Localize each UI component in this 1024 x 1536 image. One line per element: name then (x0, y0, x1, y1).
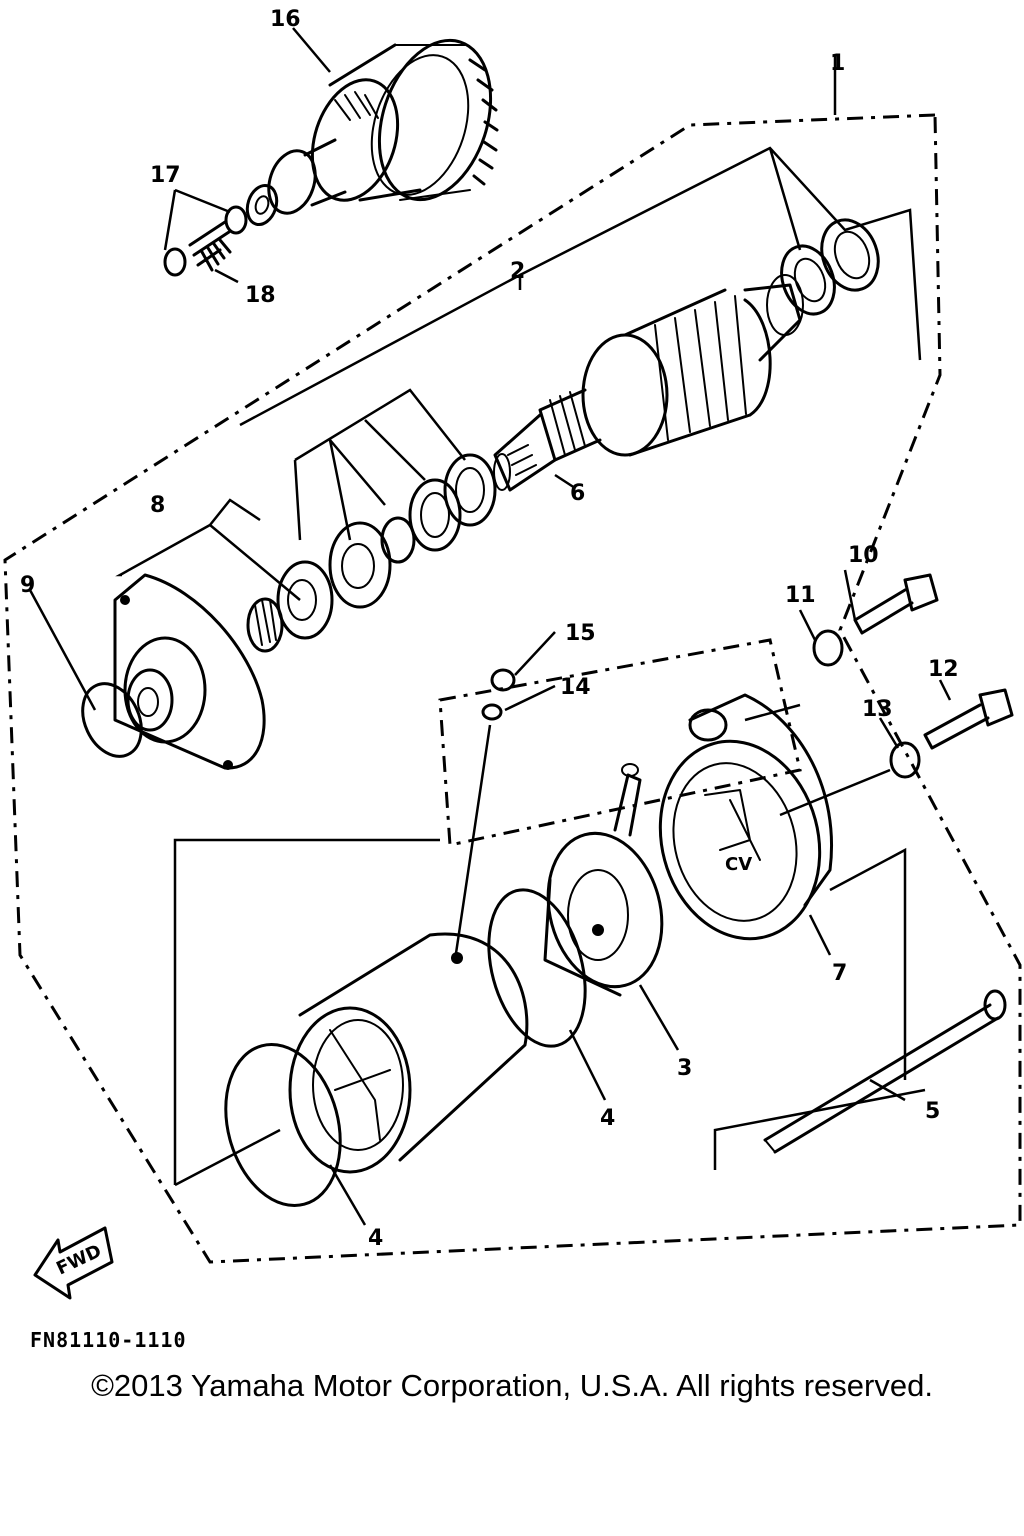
callout-17: 17 (150, 163, 181, 188)
long-bolts (763, 989, 1007, 1154)
fwd-label: FWD (53, 1241, 105, 1280)
callout-16: 16 (270, 7, 301, 32)
callout-4b: 4 (368, 1226, 383, 1251)
callout-10: 10 (848, 543, 879, 568)
callout-1: 1 (830, 51, 845, 76)
callout-13: 13 (862, 697, 893, 722)
callout-11: 11 (785, 583, 816, 608)
starter-clutch-gear (245, 38, 499, 227)
callout-5: 5 (925, 1099, 940, 1124)
callout-9: 9 (20, 573, 35, 598)
starter-motor-exploded-diagram: CV (3, 7, 1022, 1300)
o-ring-4b (224, 1043, 342, 1207)
yoke (288, 932, 529, 1174)
svg-text:CV: CV (725, 854, 752, 875)
callout-14: 14 (560, 675, 591, 700)
callout-2: 2 (510, 259, 525, 284)
callout-4a: 4 (600, 1106, 615, 1131)
fwd-arrow-icon: FWD (33, 1226, 114, 1300)
rear-cover: CV (658, 693, 833, 941)
front-cover (113, 573, 284, 770)
bracket-6 (115, 388, 466, 601)
callout-12: 12 (928, 657, 959, 682)
callout-7: 7 (832, 961, 847, 986)
callout-3: 3 (677, 1056, 692, 1081)
callouts: 1 2 3 4 4 5 6 7 8 9 10 11 12 13 14 15 16… (20, 7, 959, 1251)
assembly-boundary-inner (438, 638, 802, 847)
copyright-notice: ©2013 Yamaha Motor Corporation, U.S.A. A… (91, 1368, 933, 1403)
figure-code: FN81110-1110 (30, 1328, 187, 1352)
spring-and-washers (163, 205, 248, 277)
callout-18: 18 (245, 283, 276, 308)
callout-8: 8 (150, 493, 165, 518)
brush-holder (543, 763, 664, 997)
callout-15: 15 (565, 621, 596, 646)
leader-lines (28, 27, 952, 1226)
callout-6: 6 (570, 481, 585, 506)
o-ring-front (81, 682, 143, 758)
bolts-and-washers (481, 573, 1014, 779)
o-ring-4a (487, 888, 587, 1048)
assembly-boundary-outer (3, 113, 1022, 1264)
armature-washers (276, 218, 880, 640)
armature (493, 274, 804, 492)
